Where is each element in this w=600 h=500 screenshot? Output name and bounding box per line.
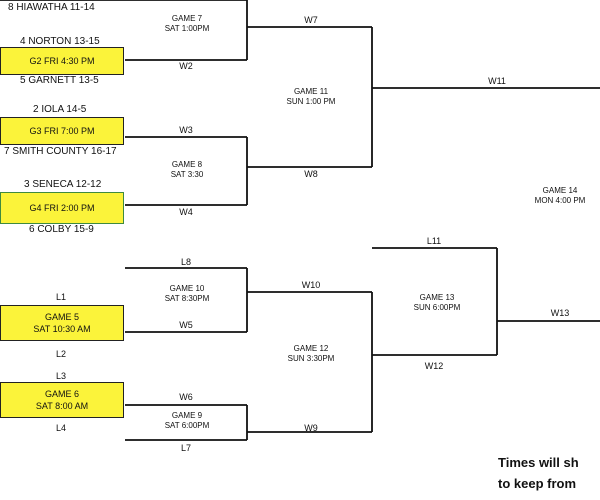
label-w5: W5 <box>179 320 193 330</box>
label-w9: W9 <box>304 423 318 433</box>
game11-name: GAME 11 <box>293 87 329 96</box>
team-norton: 4 NORTON 13-15 <box>20 36 100 47</box>
game13-time: SUN 6:00PM <box>413 303 461 312</box>
game9-name: GAME 9 <box>171 411 203 420</box>
label-w8: W8 <box>304 169 318 179</box>
label-l2: L2 <box>55 349 67 359</box>
game9-time: SAT 6:00PM <box>164 421 210 430</box>
g2-label: G2 FRI 4:30 PM <box>29 56 95 66</box>
label-w10: W10 <box>301 280 321 290</box>
game10-time: SAT 8:30PM <box>164 294 210 303</box>
team-hiawatha: 8 HIAWATHA 11-14 <box>8 2 95 13</box>
label-l8: L8 <box>180 257 192 267</box>
team-colby: 6 COLBY 15-9 <box>29 224 94 235</box>
label-w7: W7 <box>304 15 318 25</box>
label-l4: L4 <box>55 423 67 433</box>
team-seneca: 3 SENECA 12-12 <box>24 179 102 190</box>
game-box-g2[interactable]: G2 FRI 4:30 PM <box>0 47 124 75</box>
game-box-game6[interactable]: GAME 6 SAT 8:00 AM <box>0 382 124 418</box>
game10-name: GAME 10 <box>169 284 205 293</box>
game11-info: GAME 11 SUN 1:00 PM <box>256 87 366 107</box>
note-line-1: Times will sh <box>498 455 579 470</box>
game5-name: GAME 5 <box>44 312 79 322</box>
team-garnett: 5 GARNETT 13-5 <box>20 75 99 86</box>
game8-name: GAME 8 <box>171 160 203 169</box>
game12-name: GAME 12 <box>293 344 329 353</box>
game5-time: SAT 10:30 AM <box>33 324 91 334</box>
game13-info: GAME 13 SUN 6:00PM <box>382 293 492 313</box>
label-w4: W4 <box>179 207 193 217</box>
label-w12: W12 <box>424 361 444 371</box>
label-l7: L7 <box>180 443 192 453</box>
game7-time: SAT 1:00PM <box>164 24 210 33</box>
team-smith-county: 7 SMITH COUNTY 16-17 <box>4 146 117 157</box>
label-l3: L3 <box>55 371 67 381</box>
game8-info: GAME 8 SAT 3:30 <box>132 160 242 180</box>
game10-info: GAME 10 SAT 8:30PM <box>132 284 242 304</box>
note-line-2: to keep from <box>498 476 577 491</box>
game13-name: GAME 13 <box>419 293 455 302</box>
team-iola: 2 IOLA 14-5 <box>33 104 87 115</box>
label-w6: W6 <box>179 392 193 402</box>
game7-name: GAME 7 <box>171 14 203 23</box>
game-box-game5[interactable]: GAME 5 SAT 10:30 AM <box>0 305 124 341</box>
label-w2: W2 <box>179 61 193 71</box>
game11-time: SUN 1:00 PM <box>286 97 336 106</box>
game9-info: GAME 9 SAT 6:00PM <box>132 411 242 431</box>
g3-label: G3 FRI 7:00 PM <box>29 126 95 136</box>
game6-time: SAT 8:00 AM <box>35 401 89 411</box>
game8-time: SAT 3:30 <box>170 170 204 179</box>
game7-info: GAME 7 SAT 1:00PM <box>132 14 242 34</box>
game12-time: SUN 3:30PM <box>287 354 335 363</box>
label-w13: W13 <box>550 308 570 318</box>
game-box-g3[interactable]: G3 FRI 7:00 PM <box>0 117 124 145</box>
game-box-g4[interactable]: G4 FRI 2:00 PM <box>0 192 124 224</box>
label-w3: W3 <box>179 125 193 135</box>
g4-label: G4 FRI 2:00 PM <box>29 203 95 213</box>
game14-name: GAME 14 <box>542 186 578 195</box>
label-w11: W11 <box>488 76 506 86</box>
label-l1: L1 <box>55 292 67 302</box>
game6-name: GAME 6 <box>44 389 79 399</box>
game12-info: GAME 12 SUN 3:30PM <box>256 344 366 364</box>
label-l11: L11 <box>426 236 442 246</box>
game14-info: GAME 14 MON 4:00 PM <box>505 186 600 206</box>
game14-time: MON 4:00 PM <box>534 196 586 205</box>
